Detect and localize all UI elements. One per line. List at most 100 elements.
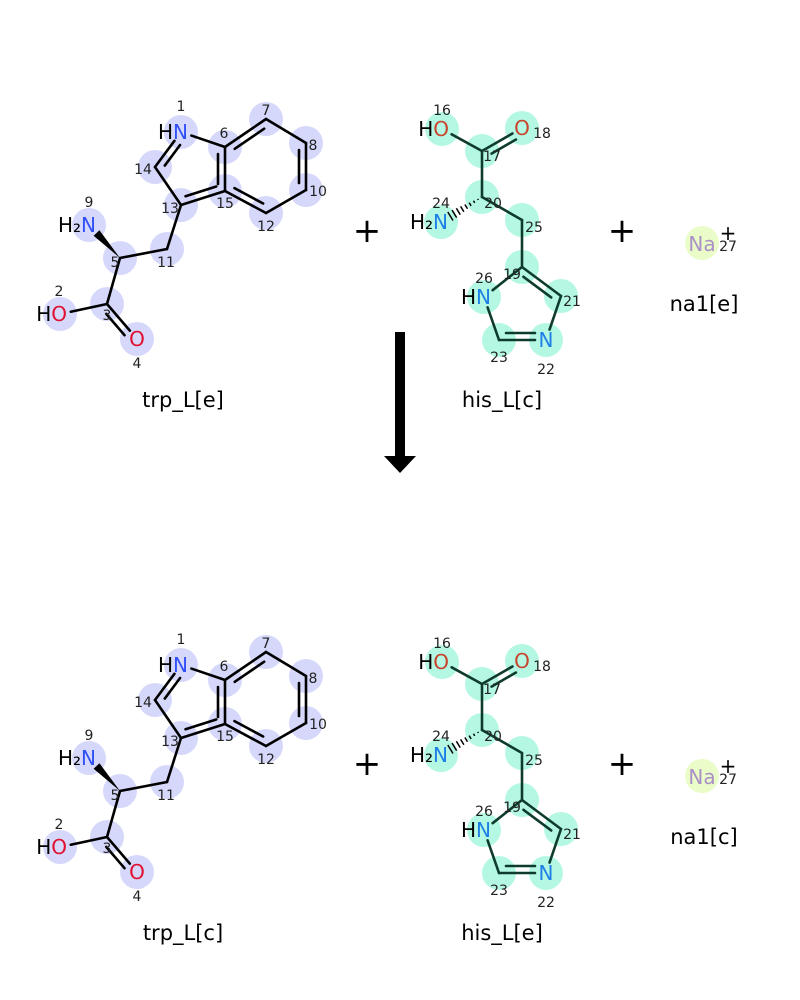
arrow-shaft bbox=[395, 332, 405, 458]
element-label: N bbox=[173, 653, 188, 677]
atom-number: 6 bbox=[220, 126, 229, 142]
double-bond-line bbox=[233, 719, 265, 738]
hash-bond bbox=[451, 209, 458, 218]
bond bbox=[223, 650, 268, 682]
charge-label: + bbox=[720, 221, 737, 245]
hydrogen-label: H bbox=[461, 818, 476, 842]
compound-name: his_L[c] bbox=[462, 388, 542, 413]
element-label: N bbox=[476, 285, 491, 309]
arrow-head-icon bbox=[384, 456, 416, 473]
atom-number: 12 bbox=[257, 219, 275, 235]
bond bbox=[153, 672, 176, 702]
bond bbox=[450, 666, 484, 686]
plus-sign: + bbox=[608, 744, 637, 784]
bond bbox=[480, 195, 524, 222]
double-bond-line bbox=[490, 671, 518, 688]
atom-number: 19 bbox=[503, 800, 521, 816]
element-label: O bbox=[51, 835, 67, 859]
atom-number: 25 bbox=[525, 220, 543, 236]
atom-label: HN bbox=[158, 653, 188, 677]
wedge-bond bbox=[93, 230, 120, 258]
atom-label: O bbox=[129, 860, 145, 884]
double-bond-line bbox=[490, 138, 518, 155]
atom-highlight bbox=[43, 830, 77, 864]
atom-number: 12 bbox=[257, 752, 275, 768]
hydrogen-label: H₂ bbox=[410, 210, 433, 234]
hydrogen-label: H bbox=[461, 285, 476, 309]
plus-sign: + bbox=[353, 744, 382, 784]
atom-label: O bbox=[514, 649, 530, 673]
atom-number: 18 bbox=[533, 659, 551, 675]
element-label: N bbox=[433, 210, 448, 234]
bond bbox=[153, 698, 183, 740]
element-label: N bbox=[173, 120, 188, 144]
compound-name: his_L[e] bbox=[461, 921, 543, 946]
atom-number: 10 bbox=[309, 184, 327, 200]
bond bbox=[548, 827, 563, 864]
hash-bond bbox=[447, 744, 454, 754]
bond bbox=[264, 721, 308, 748]
double-bond-line bbox=[522, 275, 553, 299]
bond bbox=[520, 798, 563, 831]
hash-bond bbox=[472, 200, 476, 204]
hydrogen-label: H bbox=[158, 120, 173, 144]
atom-label: O bbox=[129, 327, 145, 351]
plus-sign: + bbox=[608, 211, 637, 251]
molecule-na: Na+27 bbox=[685, 221, 737, 260]
atom-label: HN bbox=[461, 818, 491, 842]
atom-number: 17 bbox=[483, 682, 501, 698]
atom-number: 11 bbox=[157, 788, 175, 804]
hash-bond bbox=[464, 204, 469, 210]
bond bbox=[480, 665, 514, 686]
atom-highlight bbox=[467, 813, 501, 847]
atom-label: O bbox=[514, 116, 530, 140]
element-label: O bbox=[51, 302, 67, 326]
bond bbox=[264, 117, 308, 145]
atom-label: HO bbox=[418, 117, 449, 141]
atom-number: 2 bbox=[55, 284, 64, 300]
bond bbox=[520, 265, 563, 298]
hydrogen-label: H bbox=[418, 650, 433, 674]
atom-number: 5 bbox=[111, 255, 120, 271]
hash-bond bbox=[451, 742, 458, 751]
wedge-bond bbox=[93, 763, 120, 791]
atom-label: HN bbox=[158, 120, 188, 144]
hash-bond bbox=[455, 207, 461, 216]
atom-number: 8 bbox=[309, 138, 318, 154]
atom-highlight bbox=[529, 323, 563, 357]
double-bond-line bbox=[104, 845, 126, 870]
atom-number: 25 bbox=[525, 753, 543, 769]
bond bbox=[491, 798, 524, 825]
bond bbox=[179, 722, 227, 740]
bond bbox=[548, 294, 563, 331]
atom-number: 3 bbox=[103, 841, 112, 857]
bond bbox=[118, 780, 169, 793]
compound-name: na1[e] bbox=[670, 292, 739, 316]
element-label: O bbox=[433, 650, 449, 674]
bond bbox=[223, 117, 268, 149]
hash-bond bbox=[472, 733, 476, 737]
atom-number: 14 bbox=[134, 695, 152, 711]
bond bbox=[450, 133, 484, 153]
atom-number: 13 bbox=[161, 734, 179, 750]
atom-label: HO bbox=[418, 650, 449, 674]
atom-number: 7 bbox=[262, 103, 271, 119]
atom-number: 15 bbox=[216, 196, 234, 212]
bond bbox=[69, 835, 109, 847]
double-bond-line bbox=[184, 718, 218, 731]
atom-number: 22 bbox=[537, 362, 555, 378]
hydrogen-label: H₂ bbox=[410, 743, 433, 767]
double-bond-line bbox=[522, 808, 553, 832]
atom-label: H₂N bbox=[410, 743, 448, 767]
double-bond-line bbox=[233, 660, 266, 684]
hydrogen-label: H₂ bbox=[58, 213, 81, 237]
bond bbox=[69, 302, 109, 314]
atom-number: 8 bbox=[309, 671, 318, 687]
bond bbox=[264, 650, 308, 678]
atom-number: 14 bbox=[134, 162, 152, 178]
atom-label: H₂N bbox=[410, 210, 448, 234]
atom-number: 9 bbox=[85, 728, 94, 744]
double-bond-line bbox=[233, 127, 266, 151]
